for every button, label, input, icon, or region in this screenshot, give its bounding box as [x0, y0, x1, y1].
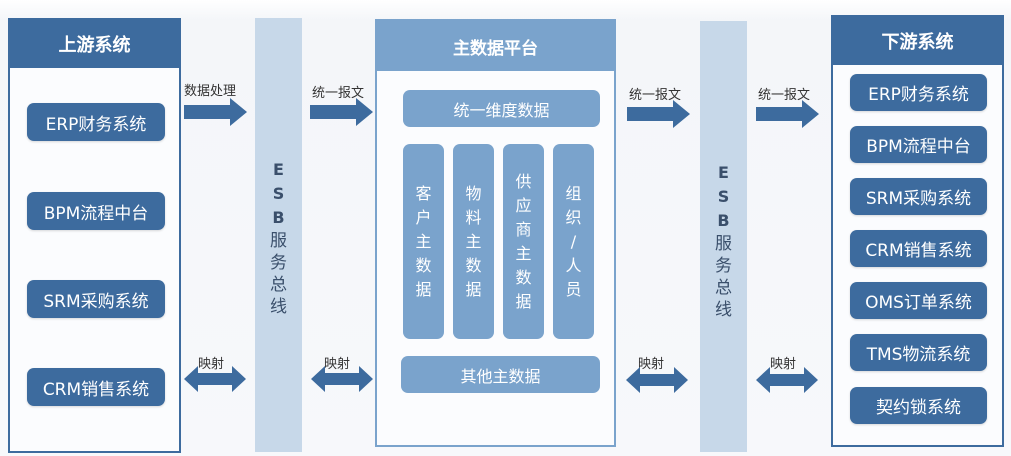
downstream-system-bpm[interactable]: BPM流程中台	[850, 126, 987, 163]
esb-char: 服	[270, 231, 287, 251]
downstream-system-tms[interactable]: TMS物流系统	[850, 334, 987, 371]
col-char: 数	[515, 267, 532, 287]
unified-dimension-data[interactable]: 统一维度数据	[403, 90, 600, 127]
customer-master-data[interactable]: 客 户 主 数 据	[403, 144, 444, 339]
col-char: 人	[565, 255, 582, 275]
col-char: 主	[465, 231, 482, 251]
esb-letter: S	[272, 184, 285, 203]
upstream-system-crm[interactable]: CRM销售系统	[27, 368, 165, 406]
arrow-label-unified-message-1: 统一报文	[312, 86, 365, 101]
esb-letter: E	[718, 163, 729, 182]
col-char: /	[570, 231, 577, 251]
downstream-panel: 下游系统 ERP财务系统 BPM流程中台 SRM采购系统 CRM销售系统 OMS…	[831, 15, 1004, 447]
downstream-system-contract-lock[interactable]: 契约锁系统	[850, 387, 987, 424]
esb-letter: S	[717, 187, 730, 206]
esb-bus-right: E S B 服 务 总 线	[700, 21, 747, 452]
downstream-system-crm[interactable]: CRM销售系统	[850, 230, 987, 267]
supplier-master-data[interactable]: 供 应 商 主 数 据	[503, 144, 544, 339]
bidirectional-arrow-icon	[311, 366, 373, 392]
esb-letter: B	[272, 208, 285, 227]
org-personnel-data[interactable]: 组 织 / 人 员	[553, 144, 594, 339]
col-char: 户	[415, 207, 432, 227]
esb-char: 服	[715, 234, 732, 254]
col-char: 数	[415, 255, 432, 275]
col-char: 供	[515, 171, 532, 191]
esb-letter: B	[717, 211, 730, 230]
col-char: 主	[515, 243, 532, 263]
downstream-system-srm[interactable]: SRM采购系统	[850, 178, 987, 215]
col-char: 据	[415, 279, 432, 299]
upstream-system-erp[interactable]: ERP财务系统	[27, 103, 165, 141]
mapping-label: 映射	[638, 357, 665, 372]
esb-char: 务	[270, 253, 287, 273]
downstream-system-erp[interactable]: ERP财务系统	[850, 74, 987, 111]
esb-bus-left: E S B 服 务 总 线	[255, 18, 302, 452]
mapping-label: 映射	[770, 357, 797, 372]
col-char: 应	[515, 195, 532, 215]
material-master-data[interactable]: 物 料 主 数 据	[453, 144, 494, 339]
right-arrow-icon	[756, 100, 819, 128]
col-char: 客	[415, 183, 432, 203]
col-char: 员	[565, 279, 582, 299]
arrow-label-unified-message-2: 统一报文	[629, 88, 682, 103]
upstream-panel: 上游系统 ERP财务系统 BPM流程中台 SRM采购系统 CRM销售系统	[8, 18, 181, 453]
platform-title: 主数据平台	[377, 21, 614, 71]
downstream-system-oms[interactable]: OMS订单系统	[850, 282, 987, 319]
col-char: 织	[565, 207, 582, 227]
right-arrow-icon	[184, 98, 247, 126]
upstream-system-srm[interactable]: SRM采购系统	[27, 280, 165, 318]
col-char: 主	[415, 231, 432, 251]
mapping-label: 映射	[198, 357, 225, 372]
esb-letter: E	[273, 160, 284, 179]
right-arrow-icon	[627, 100, 690, 128]
arrow-label-unified-message-3: 统一报文	[758, 88, 811, 103]
col-char: 商	[515, 219, 532, 239]
col-char: 数	[465, 255, 482, 275]
bidirectional-arrow-icon	[756, 367, 818, 393]
bidirectional-arrow-icon	[184, 366, 246, 392]
mapping-label: 映射	[324, 357, 351, 372]
col-char: 组	[565, 183, 582, 203]
col-char: 据	[515, 291, 532, 311]
upstream-title: 上游系统	[10, 20, 179, 68]
col-char: 据	[465, 279, 482, 299]
arrow-label-data-processing: 数据处理	[184, 84, 237, 99]
right-arrow-icon	[310, 98, 373, 126]
bidirectional-arrow-icon	[626, 367, 688, 393]
col-char: 物	[465, 183, 482, 203]
esb-char: 总	[715, 278, 732, 298]
upstream-system-bpm[interactable]: BPM流程中台	[27, 192, 165, 230]
esb-char: 务	[715, 256, 732, 276]
esb-char: 总	[270, 275, 287, 295]
esb-char: 线	[715, 300, 732, 320]
master-data-platform: 主数据平台 统一维度数据 客 户 主 数 据 物 料 主 数 据 供 应 商 主…	[375, 19, 616, 447]
downstream-title: 下游系统	[833, 17, 1002, 65]
col-char: 料	[465, 207, 482, 227]
esb-char: 线	[270, 297, 287, 317]
other-master-data[interactable]: 其他主数据	[401, 356, 600, 393]
